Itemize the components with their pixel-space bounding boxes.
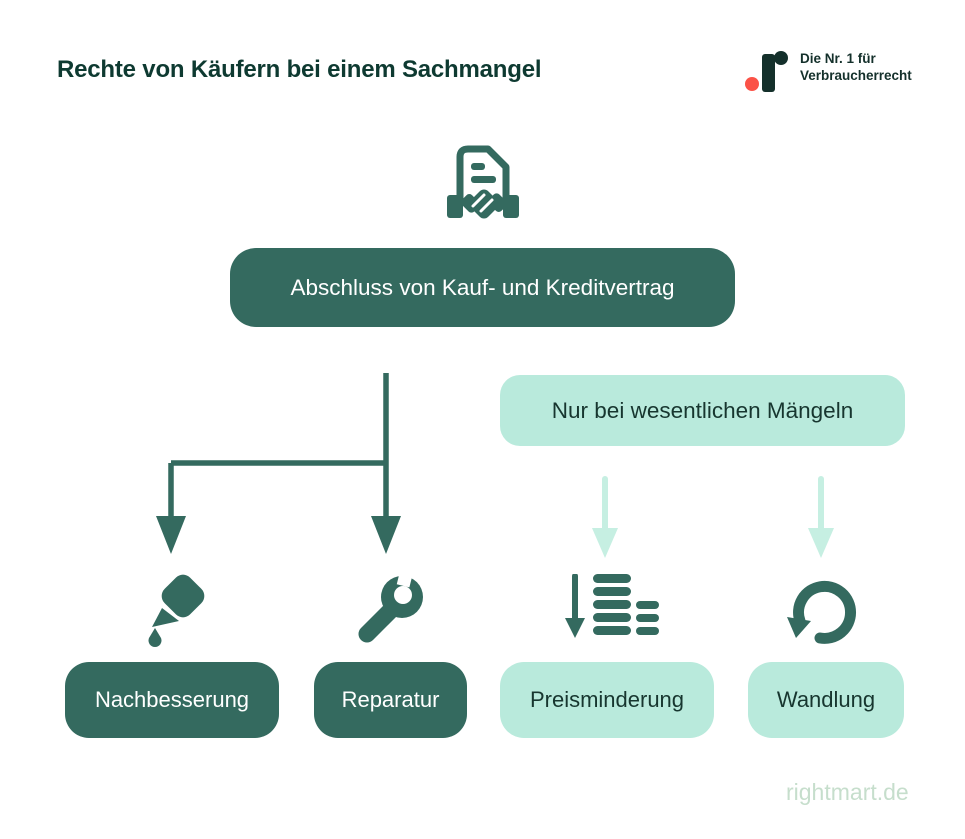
light-arrow-preisminderung bbox=[592, 476, 618, 558]
brand-tagline-line2: Verbraucherrecht bbox=[800, 68, 912, 83]
wrench-icon bbox=[358, 570, 423, 643]
contract-handshake-icon bbox=[447, 145, 519, 219]
glue-bottle-icon bbox=[148, 574, 205, 647]
outcome-box-reparatur: Reparatur bbox=[314, 662, 467, 738]
brand-logo: Die Nr. 1 für Verbraucherrecht bbox=[744, 46, 912, 94]
price-reduction-icon bbox=[565, 574, 659, 638]
brand-tagline: Die Nr. 1 für Verbraucherrecht bbox=[800, 46, 912, 84]
brand-tagline-line1: Die Nr. 1 für bbox=[800, 51, 876, 66]
rightmart-logo-icon bbox=[745, 51, 788, 92]
footer-site-url: rightmart.de bbox=[786, 779, 909, 805]
condition-box: Nur bei wesentlichen Mängeln bbox=[500, 375, 905, 446]
outcome-box-wandlung: Wandlung bbox=[748, 662, 904, 738]
page-title: Rechte von Käufern bei einem Sachmangel bbox=[57, 56, 542, 83]
outcome-box-preisminderung: Preisminderung bbox=[500, 662, 714, 738]
light-arrow-wandlung bbox=[808, 476, 834, 558]
root-box: Abschluss von Kauf- und Kreditvertrag bbox=[230, 248, 735, 327]
dark-branch-arrows bbox=[156, 373, 401, 554]
outcome-box-nachbesserung: Nachbesserung bbox=[65, 662, 279, 738]
circular-return-arrow-icon bbox=[787, 580, 857, 644]
